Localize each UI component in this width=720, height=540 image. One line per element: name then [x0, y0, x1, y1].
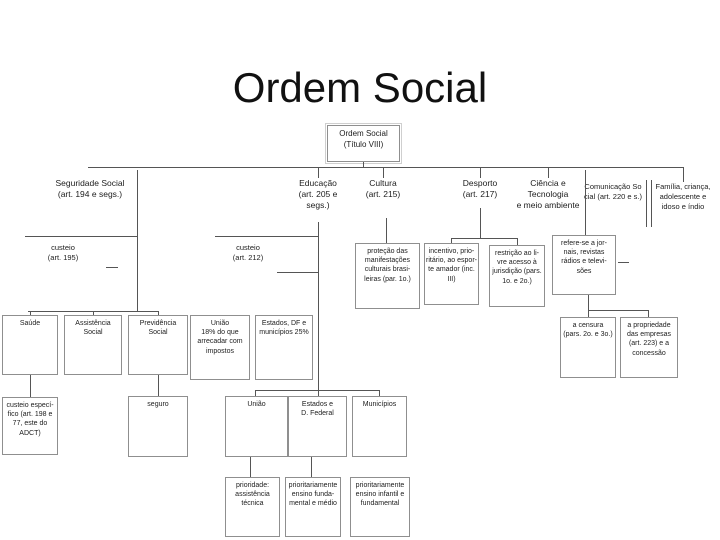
connector-uniao-stub	[255, 390, 256, 396]
node-estados-d-federal: Estados e D. Federal	[288, 396, 347, 457]
connector-root-stub	[363, 162, 364, 167]
node-refere-se-jornais: refere-se a jor- nais, revistas rádios e…	[552, 235, 616, 295]
connector-desporto-top	[480, 167, 481, 178]
node-ciencia-tecnologia: Ciência e Tecnologia e meio ambiente	[516, 178, 580, 211]
node-desporto: Desporto (art. 217)	[462, 178, 498, 200]
connector-desporto-bottom	[480, 208, 481, 239]
connector-estados-down	[311, 457, 312, 477]
node-educacao: Educação (art. 205 e segs.)	[298, 178, 338, 211]
slide-title: Ordem Social	[232, 64, 488, 111]
connector-assistencia-stub	[93, 311, 94, 315]
connector-seguridade-trunk	[137, 170, 138, 311]
node-seguro: seguro	[128, 396, 188, 457]
connector-educacao-top	[318, 167, 319, 178]
connector-previdencia-down	[158, 375, 159, 396]
node-uniao: União	[225, 396, 288, 457]
node-municipios: Municípios	[352, 396, 407, 457]
node-ordem-social: Ordem Social (Título VIII)	[325, 123, 402, 164]
connector-elbow-custeio212	[277, 272, 318, 273]
connector-restricao-stub	[517, 238, 518, 245]
node-prioritariamente-infantil-fund: prioritariamente ensino infantil e funda…	[350, 477, 410, 537]
node-propriedade-empresas: a propriedade das empresas (art. 223) e …	[620, 317, 678, 378]
connector-rail-custeio195	[25, 236, 138, 237]
node-previdencia-social: Previdência Social	[128, 315, 188, 375]
node-estados-df-25: Estados, DF e municípios 25%	[255, 315, 313, 380]
node-incentivo-desporto: incentivo, prio- ritário, ao espor- te a…	[424, 243, 479, 305]
connector-municipios-stub	[379, 390, 380, 396]
connector-saude-stub	[30, 311, 31, 315]
node-familia-crianca: Família, criança, adolescente e idoso e …	[655, 182, 711, 211]
connector-comunicacao-trunk	[585, 170, 586, 235]
node-custeio-especifico: custeio especí- fico (art. 198 e 77, est…	[2, 397, 58, 455]
connector-refere-down	[588, 295, 589, 317]
node-censura: a censura (pars. 2o. e 3o.)	[560, 317, 616, 378]
connector-educacao-trunk	[318, 222, 319, 396]
node-assistencia-social: Assistência Social	[64, 315, 122, 375]
node-custeio-212: custeio (art. 212)	[232, 243, 264, 262]
node-saude: Saúde	[2, 315, 58, 375]
node-prioritariamente-fund-medio: prioritariamente ensino funda- mental e …	[285, 477, 341, 537]
connector-rail-comunicacao-children	[588, 310, 648, 311]
connector-cultura-top	[383, 167, 384, 178]
node-seguridade-social: Seguridade Social (art. 194 e segs.)	[55, 178, 125, 200]
connector-incentivo-stub	[451, 238, 452, 243]
connector-saude-down	[30, 375, 31, 397]
node-cultura: Cultura (art. 215)	[365, 178, 401, 200]
connector-cultura-bottom	[386, 218, 387, 243]
node-protecao-manifestacoes: proteção das manifestações culturais bra…	[355, 243, 420, 309]
connector-uniao-down	[250, 457, 251, 477]
node-custeio-195: custeio (art. 195)	[47, 243, 79, 262]
connector-familia-divider-2	[651, 180, 652, 227]
connector-dash-custeio195	[106, 267, 118, 268]
connector-familia-divider-1	[646, 180, 647, 227]
node-uniao-18: União 18% do que arrecadar com impostos	[190, 315, 250, 380]
node-prioridade-assistencia: prioridade: assistência técnica	[225, 477, 280, 537]
connector-rail-custeio212	[215, 236, 318, 237]
connector-ciencia-top	[548, 167, 549, 178]
node-restricao-jurisdicao: restrição ao li- vre acesso à jurisdição…	[489, 245, 545, 307]
connector-dash-refere	[618, 262, 629, 263]
connector-rail-educacao-entes	[255, 390, 380, 391]
connector-rail-level2	[88, 167, 684, 168]
connector-rail-desporto	[451, 238, 518, 239]
connector-familia-top	[683, 167, 684, 182]
connector-previdencia-stub	[158, 311, 159, 315]
connector-propriedade-stub	[648, 310, 649, 317]
node-comunicacao-social: Comunicação So cial (art. 220 e s.)	[584, 182, 642, 201]
